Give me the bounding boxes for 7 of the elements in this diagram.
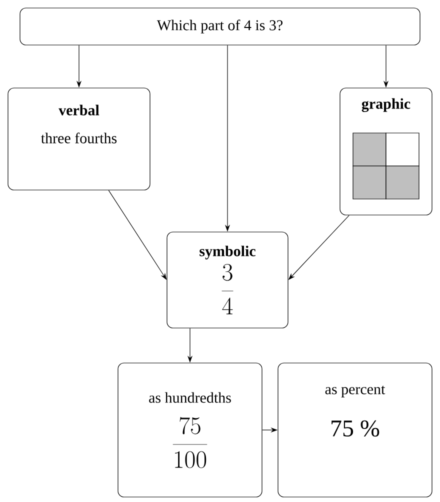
verbal-box: verbal three fourths bbox=[8, 88, 150, 190]
fraction-box: as hundredths $\frac{75}{100}$ bbox=[118, 362, 262, 498]
fraction-box: symbolic $\frac{3}{4}$ bbox=[166, 232, 288, 328]
arrow bbox=[108, 190, 167, 280]
question-box: Which part of 4 is 3? bbox=[20, 8, 420, 46]
graphic-box: graphic bbox=[340, 88, 432, 216]
percent-box: as percent 75 % bbox=[278, 362, 432, 498]
